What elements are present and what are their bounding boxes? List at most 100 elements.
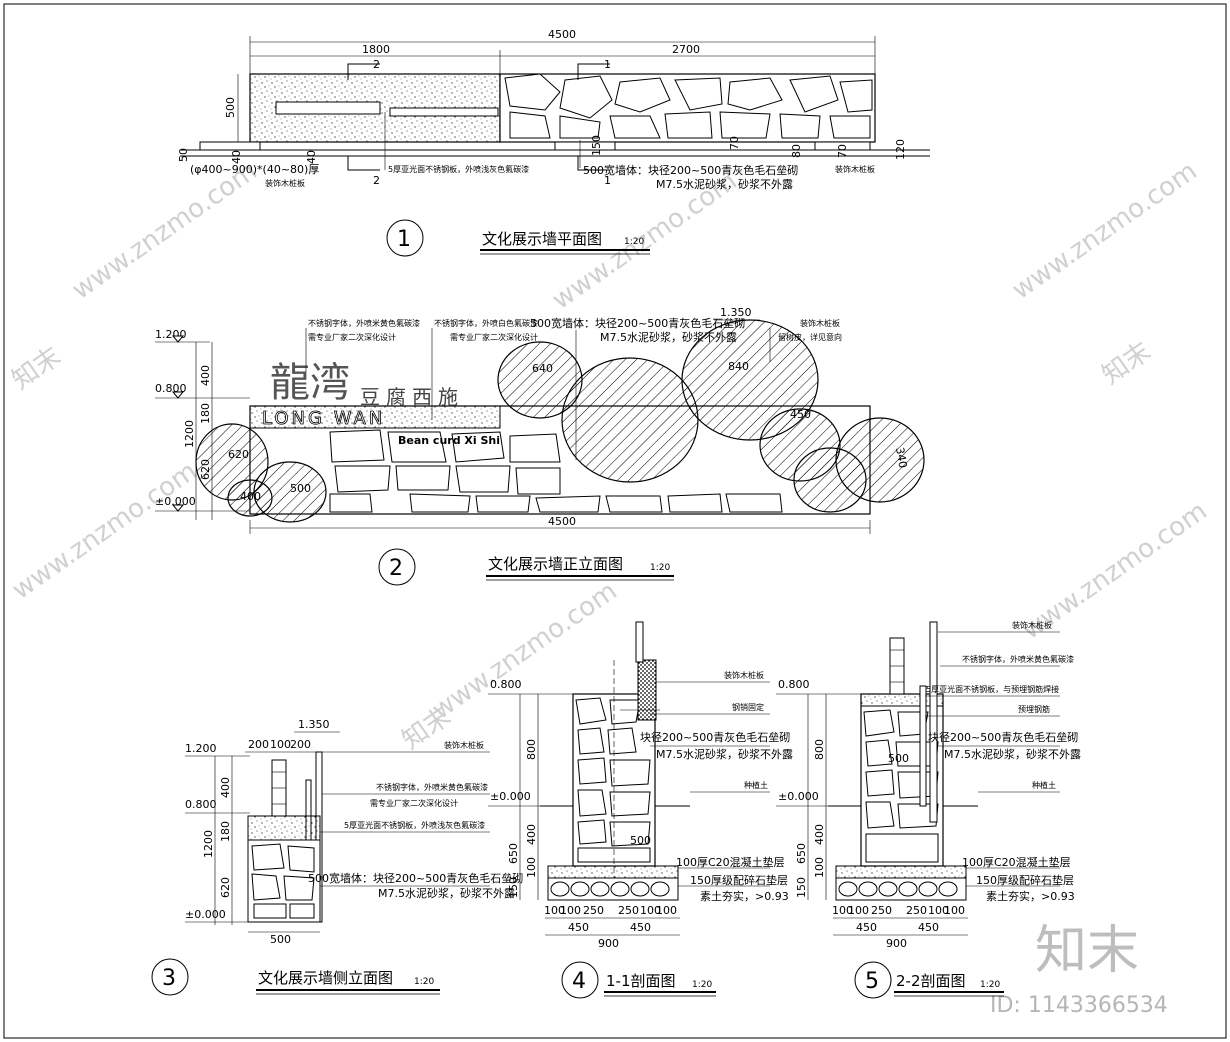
dim-sec2-b: 100 xyxy=(928,904,949,917)
plan-section-mark: 1 xyxy=(604,58,611,71)
sec2-number: 5 xyxy=(865,969,879,994)
watermark-brand: 知末 xyxy=(1097,336,1157,390)
front-sign-en-sub: Bean curd Xi Shi xyxy=(398,434,500,447)
dim-sec1-b: 450 xyxy=(630,921,651,934)
dim-sec1-150: 150 xyxy=(507,877,520,898)
sec1-scale: 1:20 xyxy=(692,980,712,990)
dim-sec1-b: 100 xyxy=(544,904,565,917)
dim-plan-120: 120 xyxy=(894,139,907,160)
sec2-title: 2-2剖面图 xyxy=(896,972,966,990)
dim-front-total: 4500 xyxy=(548,515,576,528)
front-disc-dim: 620 xyxy=(228,448,249,461)
front-elevation: 1.200 0.800 ±0.000 400 180 1200 620 xyxy=(155,306,925,586)
sec1-level: 0.800 xyxy=(490,678,522,691)
dim-side-200: 200 xyxy=(248,738,269,751)
plan-section-mark: 2 xyxy=(373,174,380,187)
front-note: 装饰木桩板 xyxy=(800,318,840,328)
dim-front-180: 180 xyxy=(199,403,212,424)
sec1-note: M7.5水泥砂浆，砂浆不外露 xyxy=(656,747,793,761)
dim-plan-40: 40 xyxy=(305,150,318,164)
dim-sec2-500: 500 xyxy=(888,752,909,765)
dim-front-400: 400 xyxy=(199,365,212,386)
sec1-note: 钢销固定 xyxy=(732,702,764,712)
front-note: 留树皮，详见意向 xyxy=(778,332,842,342)
front-note: 需专业厂家二次深化设计 xyxy=(450,332,538,342)
front-disc-dim: 840 xyxy=(728,360,749,373)
dim-side-500: 500 xyxy=(270,933,291,946)
dim-sec2-b: 900 xyxy=(886,937,907,950)
sec2-level: 0.800 xyxy=(778,678,810,691)
dim-side-200: 200 xyxy=(290,738,311,751)
sec1-note: 150厚级配碎石垫层 xyxy=(690,873,788,887)
front-disc-dim: 640 xyxy=(532,362,553,375)
plan-number: 1 xyxy=(397,227,411,252)
dim-front-1200: 1200 xyxy=(183,420,196,448)
side-level: 0.800 xyxy=(185,798,217,811)
sec2-scale: 1:20 xyxy=(980,980,1000,990)
sec1-note: 100厚C20混凝土垫层 xyxy=(676,855,785,869)
dim-sec2-b: 250 xyxy=(871,904,892,917)
front-level: ±0.000 xyxy=(155,495,196,508)
plan-scale: 1:20 xyxy=(624,237,644,247)
sec2-level: ±0.000 xyxy=(778,790,819,803)
dim-sec2-b: 250 xyxy=(906,904,927,917)
sec1-number: 4 xyxy=(572,969,586,994)
plan-title: 文化展示墙平面图 xyxy=(482,230,602,248)
dim-plan-total: 4500 xyxy=(548,28,576,41)
side-level: 1.200 xyxy=(185,742,217,755)
sec2-note: 5厚亚光面不锈钢板，与预埋钢筋焊接 xyxy=(926,684,1059,694)
sec2-note: 装饰木桩板 xyxy=(1012,620,1052,630)
dim-sec2-800: 800 xyxy=(813,739,826,760)
dim-plan-right: 2700 xyxy=(672,43,700,56)
dim-sec1-b: 100 xyxy=(656,904,677,917)
plan-note-board: (φ400~900)*(40~80)厚 xyxy=(190,163,319,176)
plan-note-wall: 500宽墙体：块径200~500青灰色毛石垒砌 xyxy=(583,163,798,177)
dim-plan-70: 70 xyxy=(728,136,741,150)
sec1-note: 素土夯实，>0.93 xyxy=(700,889,789,903)
sec2-note: 预埋钢筋 xyxy=(1018,704,1050,714)
side-title: 文化展示墙侧立面图 xyxy=(258,969,393,987)
side-scale: 1:20 xyxy=(414,977,434,987)
dim-side-400: 400 xyxy=(219,777,232,798)
front-level: 1.350 xyxy=(720,306,752,319)
dim-sec1-800: 800 xyxy=(525,739,538,760)
dim-sec1-b: 250 xyxy=(583,904,604,917)
watermark-brand: 知末 xyxy=(7,341,67,395)
side-note: 5厚亚光面不锈钢板，外喷浅灰色氟碳漆 xyxy=(344,820,485,830)
plan-section-mark: 1 xyxy=(604,174,611,187)
side-note: 500宽墙体：块径200~500青灰色毛石垒砌 xyxy=(308,871,523,885)
dim-side-1200: 1200 xyxy=(202,830,215,858)
sec1-note: 装饰木桩板 xyxy=(724,670,764,680)
dim-sec2-400: 400 xyxy=(813,824,826,845)
front-disc-dim: 400 xyxy=(240,490,261,503)
watermark-brand-large: 知末 xyxy=(1035,921,1139,981)
plan-section-mark: 2 xyxy=(373,58,380,71)
sec2-note: 100厚C20混凝土垫层 xyxy=(962,855,1071,869)
plan-note-board: 装饰木桩板 xyxy=(265,178,305,188)
dim-plan-80: 80 xyxy=(790,144,803,158)
sec2-note: 素土夯实，>0.93 xyxy=(986,889,1075,903)
front-sign-en: LONG WAN xyxy=(262,408,385,429)
dim-plan-left: 1800 xyxy=(362,43,390,56)
side-note: M7.5水泥砂浆，砂浆不外露 xyxy=(378,886,515,900)
watermark-id: ID: 1143366534 xyxy=(990,993,1168,1018)
sec2-note: 种植土 xyxy=(1032,780,1056,790)
dim-plan-150: 150 xyxy=(590,135,603,156)
front-disc-dim: 450 xyxy=(790,408,811,421)
sec1-note: 种植土 xyxy=(744,780,768,790)
dim-sec2-b: 100 xyxy=(832,904,853,917)
side-elevation: 1.350 1.200 0.800 ±0.000 200 100 200 400… xyxy=(151,718,523,996)
front-title: 文化展示墙正立面图 xyxy=(488,555,623,573)
dim-sec1-400: 400 xyxy=(525,824,538,845)
front-scale: 1:20 xyxy=(650,563,670,573)
dim-plan-70: 70 xyxy=(836,144,849,158)
front-sign-cn-sub: 豆腐西施 xyxy=(360,385,464,409)
watermark-site: www.znzmo.com xyxy=(7,456,203,606)
dim-sec2-b: 100 xyxy=(944,904,965,917)
dim-side-100: 100 xyxy=(270,738,291,751)
plan-note-board: 装饰木桩板 xyxy=(835,164,875,174)
sec2-note: 不锈钢字体，外喷米黄色氟碳漆 xyxy=(962,654,1074,664)
sec1-note: 块径200~500青灰色毛石垒砌 xyxy=(640,730,790,744)
front-note: 500宽墙体：块径200~500青灰色毛石垒砌 xyxy=(530,316,745,330)
